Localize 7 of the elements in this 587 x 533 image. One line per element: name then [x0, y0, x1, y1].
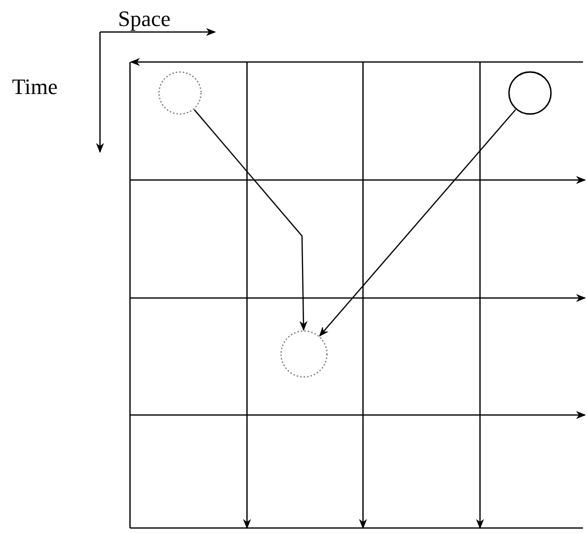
arrow: [194, 109, 308, 331]
arrow: [319, 109, 516, 337]
circle-marker: [158, 71, 202, 115]
circle-marker: [280, 330, 328, 378]
axis-label: Space: [118, 6, 171, 32]
circle-marker: [508, 71, 552, 115]
axis-label: Time: [12, 74, 58, 100]
